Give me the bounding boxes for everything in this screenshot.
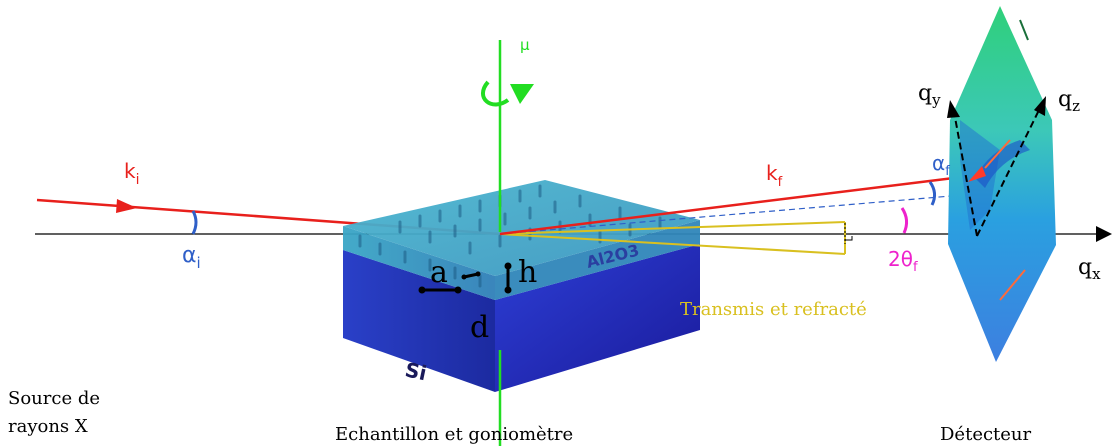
- transmitted-beam: [499, 221, 853, 255]
- dimension-markers: [418, 262, 512, 294]
- source-label-line2: rayons X: [8, 416, 88, 437]
- ki-label: ki: [124, 159, 139, 188]
- qx-label: qx: [1078, 255, 1101, 283]
- qy-arrow-icon: [947, 100, 960, 118]
- scattered-beam: [499, 174, 971, 236]
- qz-label: qz: [1058, 87, 1080, 115]
- source-label-line1: Source de: [8, 388, 100, 409]
- pore-array: [358, 184, 662, 288]
- alpha-i-arc: [191, 210, 198, 235]
- a-label: a: [430, 255, 448, 290]
- two-theta-label: 2θf: [888, 247, 918, 275]
- qx-arrow-icon: [1096, 226, 1112, 242]
- alpha-f-label: αf: [932, 151, 950, 179]
- detector-caption: Détecteur: [940, 424, 1032, 445]
- alpha-f-arc: [928, 181, 937, 206]
- two-theta-arc: [900, 207, 909, 234]
- mu-label: μ: [520, 36, 530, 54]
- goniometer-axis: [481, 40, 534, 446]
- sample-caption: Echantillon et goniomètre: [335, 424, 573, 445]
- h-label: h: [518, 255, 537, 290]
- incident-arrow-icon: [116, 199, 137, 213]
- alpha-i-label: αi: [182, 243, 201, 272]
- qy-label: qy: [918, 81, 941, 109]
- qz-arrow-icon: [1034, 96, 1046, 116]
- d-label: d: [470, 310, 489, 345]
- rotation-arrow-icon: [481, 80, 510, 107]
- sample-block: [343, 180, 700, 392]
- transmitted-label: Transmis et refracté: [680, 299, 867, 320]
- kf-label: kf: [766, 161, 783, 190]
- si-label: Si: [403, 357, 429, 385]
- detector: [947, 6, 1056, 362]
